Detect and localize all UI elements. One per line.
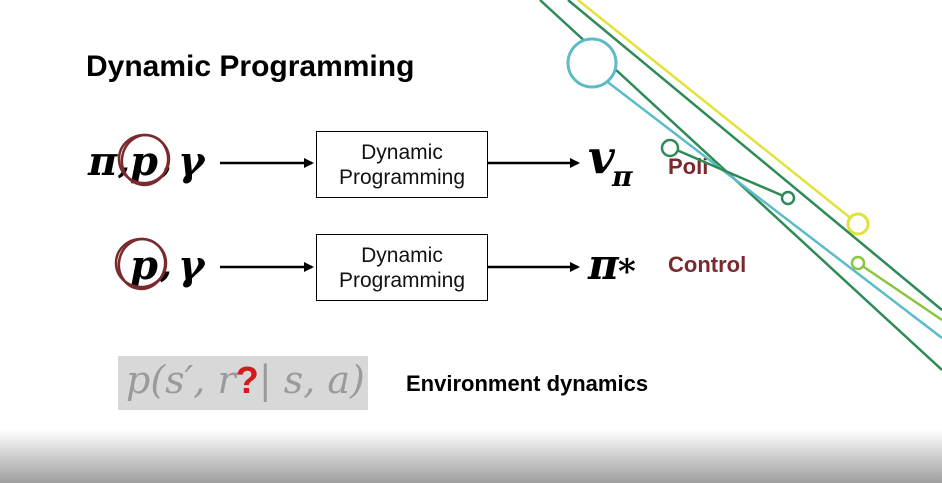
row1-input-gamma: γ: [178, 138, 205, 185]
decorative-lines: [539, 0, 942, 371]
row1-label: Poli: [668, 154, 709, 179]
question-mark-icon: ?: [235, 360, 259, 402]
row1-comma-1: ,: [118, 142, 130, 182]
env-expr-after: | s, a): [258, 358, 365, 402]
row1-output-sub: π: [612, 160, 633, 193]
row2-output-pi: π: [588, 240, 619, 289]
row1-input-pi: π: [88, 138, 118, 185]
row1-dp-box: Dynamic Programming: [316, 131, 488, 198]
env-expression: p(s′, r?| s, a): [126, 358, 365, 403]
row2-box-line2: Programming: [338, 268, 466, 292]
decor-circle-green: [660, 138, 680, 158]
decor-circle-small-green: [780, 190, 796, 206]
row1-circle-mark: [117, 133, 171, 187]
row1-box-line2: Programming: [338, 165, 466, 189]
env-expr-before: p(s′, r: [126, 358, 236, 402]
row1-box-line1: Dynamic: [361, 140, 443, 164]
video-shade-bar: [0, 430, 942, 483]
decor-circle-yellow: [846, 212, 870, 236]
row2-circle-mark: [114, 237, 168, 291]
decor-circle-large: [566, 37, 618, 89]
row2-label: Control: [668, 252, 747, 277]
row1-input-p: p: [130, 138, 158, 185]
decor-circle-lime: [850, 255, 866, 271]
row2-output-star: *: [618, 252, 636, 292]
row2-input-gamma: γ: [178, 242, 205, 289]
row1-output-v: v: [588, 130, 615, 184]
slide-title: Dynamic Programming: [86, 50, 415, 83]
row2-input-p: p: [130, 242, 158, 289]
env-expression-box: [118, 356, 368, 410]
row1-comma-2: ,: [160, 142, 172, 182]
row2-box-line1: Dynamic: [361, 243, 443, 267]
env-label: Environment dynamics: [406, 371, 649, 396]
